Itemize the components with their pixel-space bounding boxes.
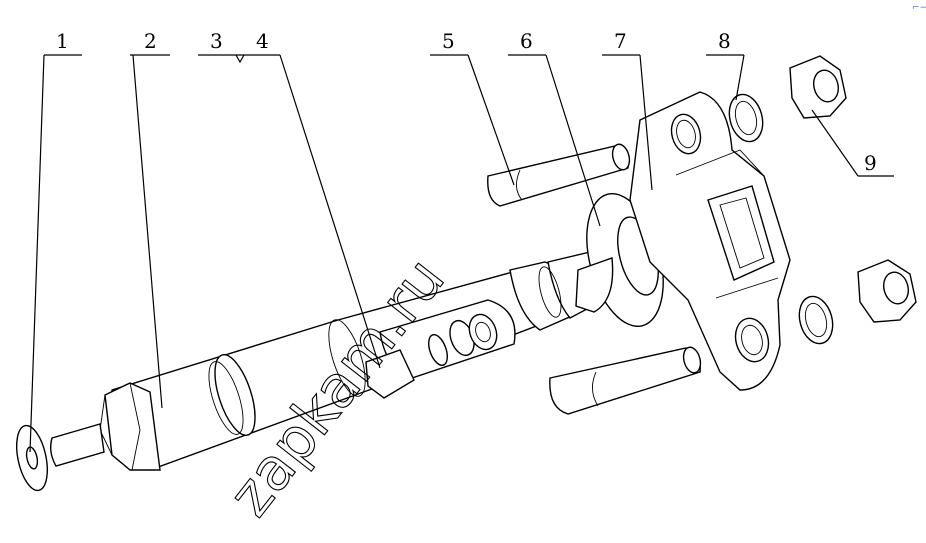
callout-5: 5 [442, 29, 455, 53]
callout-6: 6 [520, 29, 533, 53]
callout-2: 2 [144, 29, 157, 53]
part-4-spring-assembly [365, 299, 516, 399]
part-9-nut-upper [789, 55, 847, 119]
callout-7: 7 [614, 29, 627, 53]
part-5-stud-lower [549, 346, 702, 415]
part-8-spring-washer-lower [798, 295, 834, 345]
part-1-washer [15, 423, 105, 492]
callout-4: 4 [256, 29, 269, 53]
callout-3: 3 [210, 29, 223, 53]
corner-mark: ⌐− [912, 3, 926, 13]
part-9-nut-lower [857, 259, 917, 323]
callout-8: 8 [718, 29, 731, 53]
part-5-stud-upper [487, 143, 631, 207]
callout-1: 1 [56, 29, 69, 53]
callout-9: 9 [864, 151, 877, 175]
part-8-spring-washer-upper [728, 93, 764, 143]
leader-lines [29, 54, 894, 453]
part-7-clamp-bracket [629, 91, 791, 391]
